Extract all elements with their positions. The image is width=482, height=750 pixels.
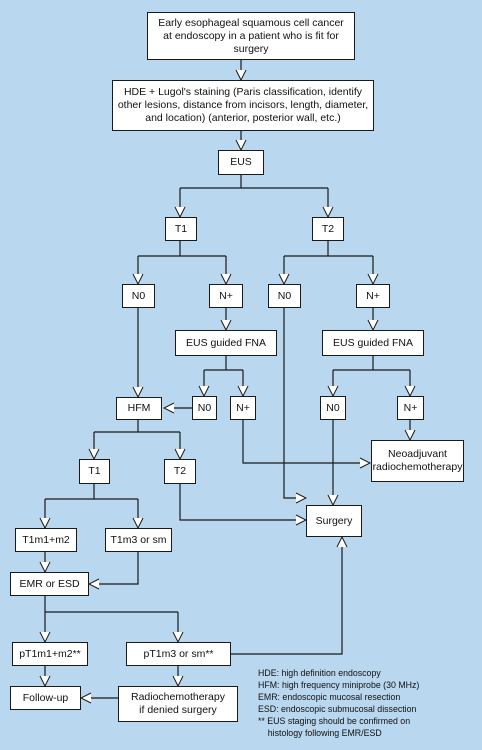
legend-line: EMR: endoscopic mucosal resection: [258, 692, 401, 702]
fna-right-nplus-node: N+: [397, 396, 424, 420]
hde-lugol-staining-node: HDE + Lugol's staining (Paris classifica…: [112, 80, 374, 131]
arrow-n0-right-to-surgery: [283, 308, 306, 498]
arrow-fna-left-nplus-to-neo: [242, 420, 370, 463]
t1m3-or-sm-node: T1m3 or sm: [105, 528, 172, 552]
arrow-hfm-t2-to-surgery: [179, 484, 306, 520]
t2-nplus-node: N+: [356, 284, 390, 308]
surgery-node: Surgery: [306, 505, 362, 537]
t1-nplus-node: N+: [209, 284, 243, 308]
eus-t2-node: T2: [312, 217, 344, 241]
radiochemotherapy-if-denied-surgery-node: Radiochemotherapy if denied surgery: [118, 686, 238, 722]
t1-n0-node: N0: [122, 284, 155, 308]
pt1m1-m2-node: pT1m1+m2**: [12, 642, 88, 666]
eus-guided-fna-left-node: EUS guided FNA: [175, 330, 277, 356]
neoadjuvant-radiochemotherapy-node: Neoadjuvant radiochemotherapy: [371, 440, 464, 482]
legend-line: HDE: high definition endoscopy: [258, 668, 381, 678]
fna-left-nplus-node: N+: [230, 396, 256, 420]
arrow-eus-split: [180, 175, 328, 189]
hfm-t1-node: T1: [79, 459, 110, 484]
arrow-t1-split: [138, 241, 226, 257]
hfm-t2-node: T2: [164, 459, 196, 484]
arrow-pt1m3sm-to-surgery: [231, 537, 342, 655]
hfm-node: HFM: [116, 397, 162, 420]
legend-line: histology following EMR/ESD: [258, 728, 382, 738]
start-node: Early esophageal squamous cell cancer at…: [147, 12, 355, 60]
legend-line: ** EUS staging should be confirmed on: [258, 716, 411, 726]
arrow-emr-split: [44, 596, 178, 613]
arrow-fna-left-split: [204, 356, 243, 371]
legend-line: ESD: endoscopic submucosal dissection: [258, 704, 417, 714]
arrow-hfm-t1-split: [45, 484, 138, 500]
arrow-fna-right-split: [333, 356, 410, 371]
legend-line: HFM: high frequency miniprobe (30 MHz): [258, 680, 420, 690]
follow-up-node: Follow-up: [10, 686, 81, 710]
t1m1-m2-node: T1m1+m2: [15, 528, 77, 552]
eus-guided-fna-right-node: EUS guided FNA: [322, 330, 424, 356]
arrow-t2-split: [284, 241, 373, 257]
pt1m3-or-sm-node: pT1m3 or sm**: [126, 642, 231, 666]
eus-node: EUS: [218, 150, 264, 175]
abbreviation-legend: HDE: high definition endoscopy HFM: high…: [258, 667, 473, 739]
fna-left-n0-node: N0: [192, 396, 217, 420]
t2-n0-node: N0: [268, 284, 301, 308]
fna-right-n0-node: N0: [320, 396, 346, 420]
eus-t1-node: T1: [165, 217, 197, 241]
arrow-t1m3sm-to-emr: [89, 552, 139, 584]
emr-or-esd-node: EMR or ESD: [10, 572, 89, 596]
arrow-hfm-split: [94, 420, 180, 433]
